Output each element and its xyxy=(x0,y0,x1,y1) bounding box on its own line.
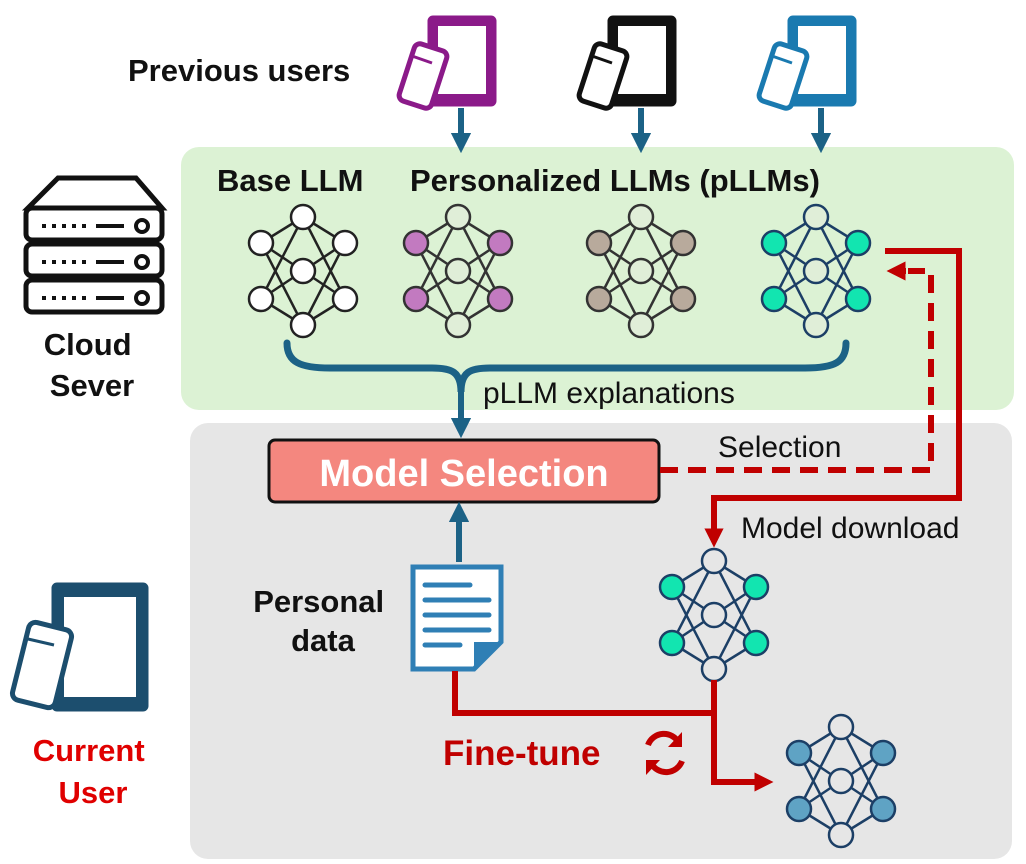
fine-tune-arrow xyxy=(711,680,774,792)
network-node xyxy=(486,229,514,257)
network-node xyxy=(869,795,897,823)
network-edge xyxy=(597,216,643,300)
network-edge xyxy=(797,726,843,810)
network-node xyxy=(585,285,613,313)
network-node xyxy=(700,547,728,575)
network-node xyxy=(585,229,613,257)
network-node xyxy=(486,285,514,313)
tablet-phone-icon xyxy=(576,15,677,111)
selection-label: Selection xyxy=(718,431,841,464)
current-user-label: Current User xyxy=(33,733,154,810)
network-node xyxy=(827,713,855,741)
refresh-icon xyxy=(645,730,685,776)
network-node xyxy=(627,203,655,231)
model-download-path xyxy=(704,248,962,548)
server-icon xyxy=(21,175,168,315)
network-node xyxy=(444,257,472,285)
network-node xyxy=(785,795,813,823)
network-node xyxy=(402,285,430,313)
tablet-phone-icon xyxy=(756,15,857,111)
network-node xyxy=(247,229,275,257)
network-node xyxy=(331,285,359,313)
current-user-line1: Current xyxy=(33,733,145,768)
network-edge xyxy=(814,242,860,326)
current-user-line2: User xyxy=(59,775,128,810)
model-selection-label: Model Selection xyxy=(319,453,608,495)
network-node xyxy=(760,285,788,313)
network-edge xyxy=(414,216,460,300)
network-node xyxy=(444,203,472,231)
network-node xyxy=(802,203,830,231)
network-node xyxy=(669,285,697,313)
cloud-server-line1: Cloud xyxy=(44,327,132,362)
network-node xyxy=(760,229,788,257)
network-node xyxy=(802,257,830,285)
network-node xyxy=(444,311,472,339)
network-node xyxy=(289,257,317,285)
network-node xyxy=(700,655,728,683)
network-edge xyxy=(301,242,347,326)
fine-tuned-model-network neural-network-icon xyxy=(785,713,897,849)
cloud-server-line2: Sever xyxy=(50,368,134,403)
network-node xyxy=(289,311,317,339)
network-node xyxy=(658,573,686,601)
network-edge xyxy=(772,216,818,300)
base-llm-label: Base LLM xyxy=(217,163,363,198)
network-node xyxy=(827,821,855,849)
network-node xyxy=(331,229,359,257)
network-node xyxy=(802,311,830,339)
pllm-network-teal neural-network-icon xyxy=(760,203,872,339)
network-node xyxy=(827,767,855,795)
pllm-network-purple neural-network-icon xyxy=(402,203,514,339)
network-node xyxy=(247,285,275,313)
network-node xyxy=(669,229,697,257)
downloaded-model-network neural-network-icon xyxy=(658,547,770,683)
network-node xyxy=(742,573,770,601)
network-edge xyxy=(456,242,502,326)
selection-path xyxy=(660,268,934,473)
network-edge xyxy=(670,560,716,644)
pllm-explanations-label: pLLM explanations xyxy=(483,377,735,410)
document-icon xyxy=(410,564,504,672)
previous-users-label: Previous users xyxy=(128,53,350,88)
network-node xyxy=(742,629,770,657)
network-node xyxy=(869,739,897,767)
personalized-llms-label: Personalized LLMs (pLLMs) xyxy=(410,163,820,198)
network-node xyxy=(627,311,655,339)
tablet-phone-icon xyxy=(396,15,497,111)
personal-data-line1: Personal xyxy=(253,584,384,619)
network-node xyxy=(402,229,430,257)
network-edge xyxy=(839,752,885,836)
model-download-label: Model download xyxy=(741,512,959,545)
network-node xyxy=(844,229,872,257)
tablet-phone-icon xyxy=(9,582,149,712)
personal-data-label: Personal data xyxy=(253,584,393,658)
personal-data-line2: data xyxy=(291,623,356,658)
network-node xyxy=(700,601,728,629)
fine-tune-path xyxy=(452,671,714,716)
network-node xyxy=(627,257,655,285)
network-edge xyxy=(712,586,758,670)
fine-tune-label: Fine-tune xyxy=(443,734,600,773)
network-edge xyxy=(259,216,305,300)
pllm-network-taupe neural-network-icon xyxy=(585,203,697,339)
network-node xyxy=(289,203,317,231)
network-node xyxy=(844,285,872,313)
base-llm-network neural-network-icon xyxy=(247,203,359,339)
cloud-server-label: Cloud Sever xyxy=(44,327,140,403)
network-node xyxy=(658,629,686,657)
network-edge xyxy=(639,242,685,326)
network-node xyxy=(785,739,813,767)
